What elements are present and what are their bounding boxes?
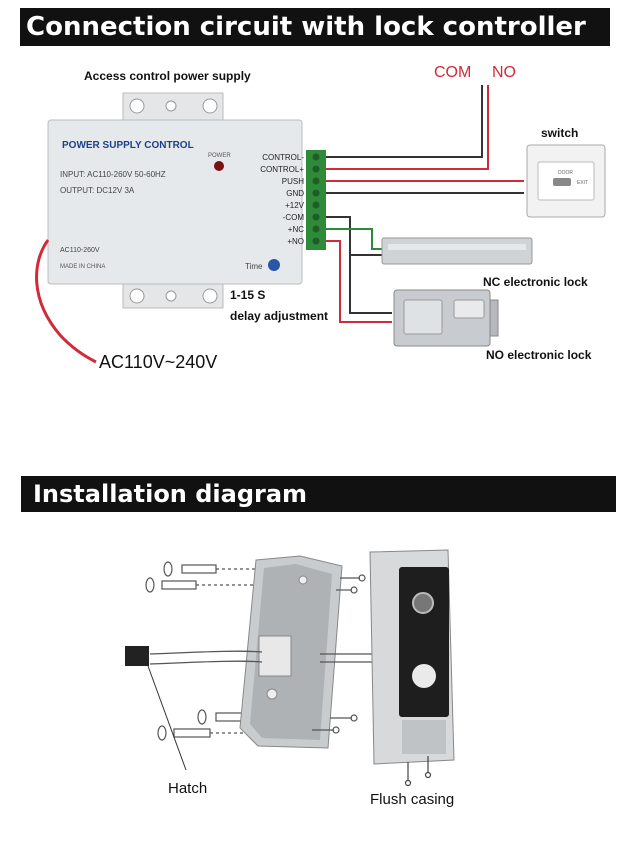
no-wire (326, 85, 489, 170)
power-led (214, 161, 224, 171)
connection-title: Connection circuit with lock controller (20, 8, 610, 46)
terminal-label: CONTROL+ (260, 165, 304, 174)
com-wire (326, 85, 483, 158)
terminal-label: +NC (287, 225, 304, 234)
no-label: NO (492, 64, 516, 81)
box-output: OUTPUT: DC12V 3A (60, 186, 135, 195)
terminal-label: +NO (287, 237, 304, 246)
com-label: COM (434, 64, 472, 81)
no-electronic-lock (393, 289, 499, 347)
box-input: INPUT: AC110-260V 50-60HZ (60, 170, 166, 179)
terminal-label: GND (286, 189, 304, 198)
mount-bracket-top (122, 92, 224, 124)
box-ac-small: AC110-260V (60, 247, 100, 254)
nc-lock-wire-nc (326, 228, 382, 250)
intercom-unit (369, 549, 455, 765)
terminal-block (306, 150, 326, 250)
no-lock-wire-com (349, 255, 392, 314)
terminal-label: CONTROL- (262, 153, 304, 162)
terminal-labels: CONTROL- CONTROL+ PUSH GND +12V -COM +NC… (238, 152, 304, 248)
button-text-exit: EXIT (577, 180, 589, 186)
terminal-label: +12V (285, 201, 304, 210)
bottom-screws (404, 756, 432, 787)
flush-casing-label: Flush casing (370, 791, 455, 808)
cable (149, 650, 263, 665)
camera-lens (412, 592, 434, 614)
nc-lock-label: NC electronic lock (483, 275, 588, 289)
installation-title: Installation diagram (21, 476, 616, 512)
power-supply-box (47, 119, 303, 285)
cable-through (320, 653, 372, 663)
box-title: POWER SUPPLY CONTROL (62, 140, 194, 151)
exit-switch (526, 144, 606, 218)
call-button (412, 664, 436, 688)
terminal-label: -COM (282, 213, 304, 222)
ac-voltage-label: AC110V~240V (99, 352, 218, 372)
time-knob (268, 259, 280, 271)
ac-input-wire (35, 239, 97, 364)
delay-range: 1-15 S (230, 288, 266, 302)
mount-bracket-bottom (122, 279, 224, 309)
hatch-connector (125, 646, 149, 666)
button-text-door: DOOR (558, 170, 573, 176)
casing-screws (312, 574, 366, 734)
nc-magnetic-lock (381, 237, 533, 265)
rain-cover-casing (239, 555, 343, 749)
hatch-pointer (147, 665, 187, 771)
hatch-label: Hatch (168, 780, 208, 797)
switch-label: switch (541, 126, 579, 140)
box-time-label: Time (245, 262, 263, 271)
supply-label: Access control power supply (84, 69, 251, 83)
no-lock-label: NO electronic lock (486, 348, 592, 362)
terminal-label: PUSH (281, 177, 304, 186)
box-made-in: MADE IN CHINA (60, 264, 106, 270)
no-lock-wire-no (326, 240, 392, 323)
box-power-label: POWER (208, 153, 231, 159)
delay-label: delay adjustment (230, 309, 329, 323)
nc-lock-wire-com (326, 216, 382, 256)
